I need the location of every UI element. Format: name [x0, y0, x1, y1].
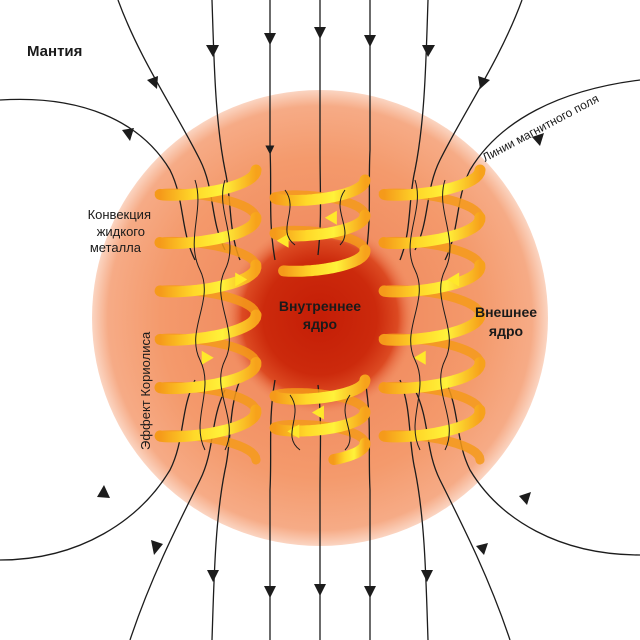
arrow-head: [364, 586, 376, 598]
field-line-arrows: [97, 27, 544, 598]
arrow-head: [122, 128, 134, 141]
arrow-head: [147, 76, 158, 89]
field-line: [117, 0, 226, 251]
field-lines-label: Линии магнитного поля: [480, 91, 601, 164]
spiral-front-segment: [269, 174, 371, 206]
field-line: [409, 179, 421, 451]
field-line: [129, 389, 226, 640]
spiral-front-segment: [154, 164, 262, 201]
spiral-arrow-tip: [201, 350, 214, 365]
field-line: [0, 379, 196, 561]
arrow-head: [97, 485, 110, 498]
field-line: [289, 394, 301, 451]
spiral-arrow-tip: [311, 405, 324, 420]
arrow-head: [264, 33, 276, 45]
spiral-front-segment: [378, 212, 486, 250]
spiral-front-segment: [378, 309, 486, 346]
spiral-front-segment: [378, 357, 486, 395]
convection-label-line1: Конвекция: [88, 207, 151, 222]
spiral-front-segment: [378, 404, 486, 443]
spiral-front-segment: [154, 309, 262, 346]
spiral-arrow-tip: [235, 272, 248, 287]
convection-label-line2: жидкого: [97, 224, 145, 239]
arrow-head: [519, 492, 531, 505]
arrow-head: [421, 570, 433, 582]
field-line: [284, 189, 296, 246]
field-line: [364, 379, 371, 640]
arrow-head: [478, 76, 490, 89]
spiral-front-segment: [154, 212, 262, 250]
field-line: [399, 379, 429, 640]
spiral-front-segment: [278, 244, 371, 277]
field-line: [344, 394, 351, 451]
field-line: [0, 98, 196, 261]
arrow-head: [206, 45, 219, 57]
arrow-head: [151, 540, 163, 555]
field-line: [211, 379, 241, 640]
convection-spirals: [154, 164, 486, 465]
field-line: [444, 379, 640, 556]
arrow-head: [364, 35, 376, 47]
inner-core-label-line1: Внутреннее: [279, 298, 361, 314]
core-field-lines: [193, 179, 451, 451]
arrow-head: [476, 543, 488, 555]
field-line: [414, 389, 511, 640]
outer-core-label-line1: Внешнее: [475, 304, 537, 320]
spiral-front-segment: [269, 374, 371, 405]
spiral-front-segment: [328, 437, 371, 465]
spiral-front-segment: [269, 209, 371, 242]
spiral-arrow-tip: [447, 272, 460, 287]
field-line: [339, 189, 346, 246]
inner-core-sphere: [225, 223, 415, 413]
field-line: [193, 179, 206, 451]
field-line: [444, 79, 640, 261]
outer-core-label-line2: ядро: [489, 323, 523, 339]
arrow-head: [422, 45, 435, 57]
inner-core-label-line2: ядро: [303, 316, 337, 332]
arrow-head: [207, 570, 219, 582]
field-line: [440, 179, 451, 451]
field-line: [220, 179, 231, 451]
spiral-front-segment: [269, 406, 371, 437]
spiral-front-segment: [378, 164, 486, 201]
spiral-arrow-tip: [287, 424, 300, 439]
arrow-head: [264, 586, 276, 598]
arrow-head: [532, 133, 544, 146]
arrow-head: [314, 584, 326, 596]
arrow-head: [314, 27, 326, 39]
spiral-arrow-tip: [276, 233, 289, 248]
spiral-arrow-tip: [324, 210, 337, 225]
convection-label-line3: металла: [90, 240, 142, 255]
spiral-front-segment: [154, 357, 262, 395]
spiral-front-segment: [378, 259, 486, 298]
field-line: [414, 0, 523, 251]
spiral-front-segment: [154, 259, 262, 298]
spiral-arrow-tip: [413, 350, 426, 365]
mantle-label: Мантия: [27, 43, 82, 60]
spiral-front-segment: [154, 404, 262, 443]
coriolis-label: Эффект Кориолиса: [138, 331, 153, 450]
